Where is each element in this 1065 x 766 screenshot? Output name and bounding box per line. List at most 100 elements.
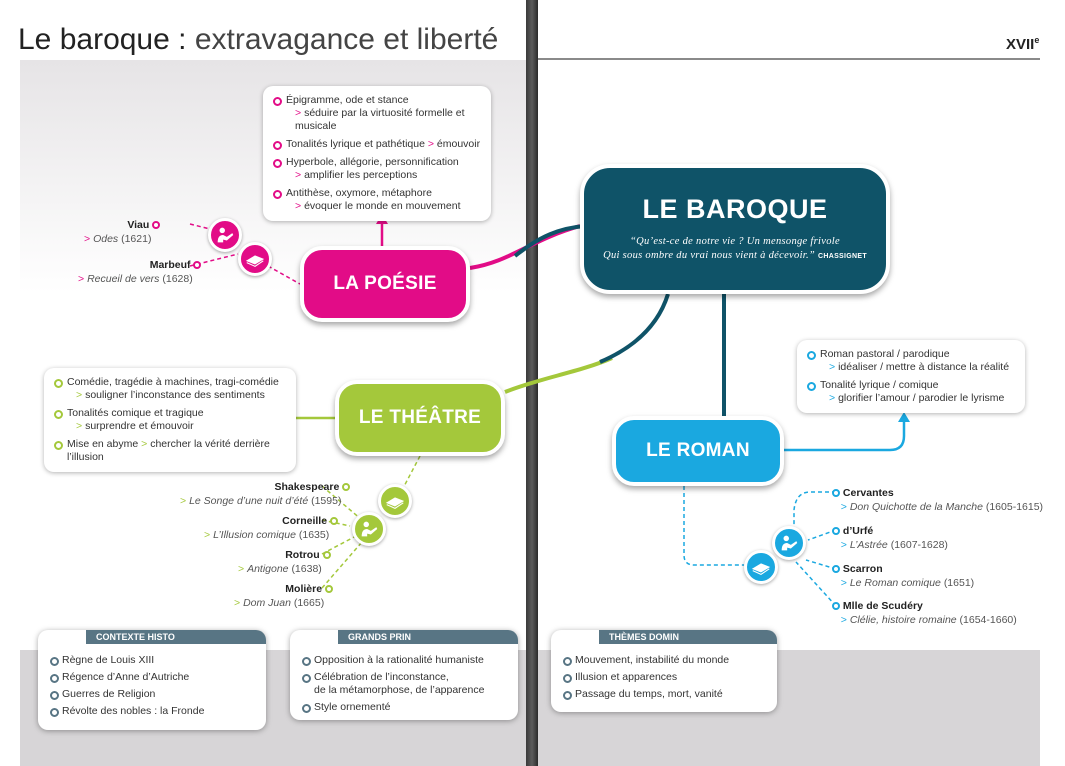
context-item: Révolte des nobles : la Fronde: [50, 705, 256, 718]
author-year: (1654-1660): [959, 614, 1017, 626]
ring-marker: [832, 527, 840, 535]
theme-item: Mouvement, instabilité du monde: [563, 654, 767, 667]
branch-node-roman: LE ROMAN: [612, 416, 784, 486]
poesie-item: Hyperbole, allégorie, personnification> …: [273, 156, 481, 182]
century-sup: e: [1034, 35, 1040, 45]
card-header: GRANDS PRIN: [338, 630, 518, 644]
dash-cervantes: [793, 491, 836, 530]
roman-item-main: Tonalité lyrique / comique: [820, 379, 939, 391]
poesie-item-main: Hyperbole, allégorie, personnification: [286, 156, 459, 168]
central-title: LE BAROQUE: [642, 194, 828, 224]
principle-line: Célébration de l’inconstance,: [314, 671, 449, 683]
poesie-item-effect: évoquer le monde en mouvement: [304, 200, 461, 212]
poesie-item: Épigramme, ode et stance> séduire par la…: [273, 94, 481, 133]
poesie-item-main: Épigramme, ode et stance: [286, 94, 409, 106]
page-title: Le baroque : extravagance et liberté: [18, 22, 498, 58]
arrow-marker: >: [295, 169, 302, 181]
ring-marker: [152, 221, 161, 229]
century-label: XVIIe: [1006, 35, 1039, 53]
central-quote: “Qu’est-ce de notre vie ? Un mensonge fr…: [603, 235, 867, 264]
author-name: Viau: [127, 219, 150, 231]
branch-node-poesie: LA POÉSIE: [300, 246, 470, 322]
theme-item: Illusion et apparences: [563, 671, 767, 684]
link-center-theatre-dark: [599, 293, 670, 364]
dash-shakespeare: [321, 485, 363, 521]
author-name: Marbeuf: [149, 259, 191, 271]
dash-durfe: [807, 529, 837, 541]
author-work: Recueil de vers: [87, 273, 160, 285]
author-name: Cervantes: [842, 487, 894, 499]
central-node-baroque: LE BAROQUE “Qu’est-ce de notre vie ? Un …: [580, 164, 890, 294]
open-book-icon: [744, 550, 778, 584]
page-title-sub: extravagance et liberté: [194, 23, 499, 56]
theatre-author-rotrou: Rotrou > Antigone (1638): [238, 548, 331, 576]
author-work: Dom Juan: [243, 597, 291, 609]
author-name: Scarron: [842, 563, 883, 575]
roman-author-durfe: d’Urfé > L’Astrée (1607-1628): [832, 524, 948, 552]
theatre-author-shakespeare: Shakespeare > Le Songe d’une nuit d’été …: [180, 480, 351, 508]
poesie-item-effect: émouvoir: [436, 138, 481, 150]
author-work: Clélie, histoire romaine: [849, 614, 957, 626]
context-item: Règne de Louis XIII: [50, 654, 256, 667]
poesie-features-card: Épigramme, ode et stance> séduire par la…: [263, 86, 491, 221]
theatre-item-effect: surprendre et émouvoir: [85, 420, 194, 432]
poesie-item: Antithèse, oxymore, métaphore> évoquer l…: [273, 187, 481, 213]
roman-item-effect: idéaliser / mettre à distance la réalité: [838, 361, 1010, 373]
author-work: Don Quichotte de la Manche: [849, 501, 983, 513]
author-year: (1621): [121, 233, 152, 245]
arrow-marker: >: [76, 389, 83, 401]
author-year: (1638): [291, 563, 322, 575]
poesie-author-viau: Viau > Odes (1621): [84, 218, 161, 246]
arrow-marker: >: [141, 438, 148, 450]
theatre-author-moliere: Molière > Dom Juan (1665): [234, 582, 333, 610]
author-work: Le Songe d’une nuit d’été: [189, 495, 309, 507]
themes-dominants-card: THÈMES DOMIN Mouvement, instabilité du m…: [551, 630, 777, 712]
author-year: (1605-1615): [985, 501, 1044, 513]
open-book-icon: [238, 242, 272, 276]
theme-item: Passage du temps, mort, vanité: [563, 688, 767, 701]
author-work: L’Astrée: [849, 539, 888, 551]
roman-item-effect: glorifier l’amour / parodier le lyrisme: [838, 392, 1005, 404]
poesie-item-effect: séduire par la virtuosité formelle et mu…: [295, 107, 465, 132]
card-header: CONTEXTE HISTO: [86, 630, 266, 644]
ring-marker: [832, 602, 840, 610]
author-year: (1635): [298, 529, 330, 541]
author-name: d’Urfé: [842, 525, 874, 537]
theatre-author-corneille: Corneille > L’Illusion comique (1635): [204, 514, 338, 542]
poesie-item-effect: amplifier les perceptions: [304, 169, 418, 181]
ring-marker: [322, 551, 331, 559]
card-header: THÈMES DOMIN: [599, 630, 777, 644]
author-year: (1651): [943, 577, 975, 589]
ring-marker: [342, 483, 351, 491]
quote-line-2: Qui sous ombre du vrai nous vient à déce…: [603, 250, 816, 261]
theatre-item: Mise en abyme > chercher la vérité derri…: [54, 438, 286, 464]
dash-poesie-node: [267, 265, 301, 285]
author-work: Antigone: [247, 563, 289, 575]
header-rule: [538, 58, 1040, 60]
ring-marker: [330, 517, 338, 525]
branch-node-theatre: LE THÉÂTRE: [335, 380, 505, 456]
theatre-item-effect: chercher la vérité derrière l’illusion: [67, 438, 270, 463]
theatre-item: Tonalités comique et tragique> surprendr…: [54, 407, 286, 433]
theatre-item-main: Comédie, tragédie à machines, tragi-comé…: [67, 376, 279, 388]
dash-scudery: [795, 561, 837, 607]
author-name: Shakespeare: [274, 481, 340, 493]
link-center-poesie-dark: [513, 224, 586, 258]
roman-author-cervantes: Cervantes > Don Quichotte de la Manche (…: [832, 486, 1043, 514]
roman-author-scarron: Scarron > Le Roman comique (1651): [832, 562, 974, 590]
arrow-marker: >: [829, 392, 836, 404]
author-work: L’Illusion comique: [213, 529, 296, 541]
author-year: (1595): [311, 495, 342, 507]
author-year: (1628): [162, 273, 193, 285]
principle-item: Célébration de l’inconstance,de la métam…: [302, 671, 508, 697]
grands-principes-card: GRANDS PRIN Opposition à la rationalité …: [290, 630, 518, 720]
poesie-author-marbeuf: Marbeuf > Recueil de vers (1628): [78, 258, 202, 286]
century-value: XVII: [1006, 36, 1035, 53]
principle-item: Opposition à la rationalité humaniste: [302, 654, 508, 667]
arrow-marker: >: [295, 107, 302, 119]
roman-features-card: Roman pastoral / parodique> idéaliser / …: [797, 340, 1025, 413]
theatre-item-effect: souligner l’inconstance des sentiments: [85, 389, 265, 401]
roman-item: Tonalité lyrique / comique> glorifier l’…: [807, 379, 1015, 405]
ring-marker: [324, 585, 333, 593]
